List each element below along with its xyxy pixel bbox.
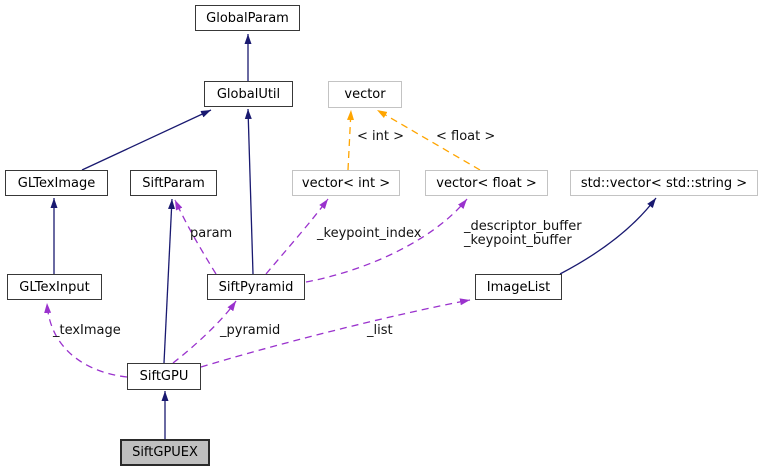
edge-label-keypoint-buffer: _keypoint_buffer: [464, 233, 572, 248]
edge-label-keypoint-index: _keypoint_index: [317, 226, 422, 241]
edge-label-pyramid: _pyramid: [220, 323, 281, 338]
edge-template-int: [347, 109, 354, 171]
node-imagelist[interactable]: ImageList: [475, 274, 562, 300]
edge-inherit-imagelist-stdvector: [559, 197, 657, 275]
edge-uses-list: [200, 298, 471, 368]
edge-uses-param: [174, 199, 217, 275]
node-siftpyramid[interactable]: SiftPyramid: [207, 274, 305, 300]
edge-label-buffers: _descriptor_buffer _keypoint_buffer: [464, 220, 582, 248]
node-globalutil[interactable]: GlobalUtil: [204, 81, 293, 107]
edge-label-list: _list: [367, 323, 393, 338]
node-gltexinput[interactable]: GLTexInput: [7, 274, 102, 300]
node-vector-float: vector< float >: [425, 170, 548, 196]
edge-label-template-int: < int >: [357, 129, 404, 144]
node-siftparam[interactable]: SiftParam: [130, 170, 217, 196]
edge-label-param: param: [190, 226, 233, 241]
node-vector-int: vector< int >: [292, 170, 400, 196]
edge-inherit-siftgpu-siftparam: [163, 198, 176, 364]
node-siftgpu[interactable]: SiftGPU: [127, 363, 201, 390]
edge-label-descriptor-buffer: _descriptor_buffer: [464, 219, 582, 234]
node-gltexImage[interactable]: GLTexImage: [5, 170, 108, 196]
node-std-vector-string: std::vector< std::string >: [570, 170, 758, 196]
edge-label-template-float: < float >: [436, 129, 496, 144]
edge-template-float: [376, 109, 481, 171]
node-globalparam[interactable]: GlobalParam: [195, 5, 300, 31]
node-vector: vector: [328, 81, 402, 108]
edge-label-teximage: _texImage: [53, 323, 121, 338]
edge-uses-keypoint-index: [265, 198, 329, 275]
node-siftgpuex-current: SiftGPUEX: [120, 439, 210, 466]
edge-inherit-siftpyramid-globalutil: [244, 108, 254, 275]
edge-uses-teximage: [44, 302, 128, 378]
edge-inherit-gltexImage-globalutil: [81, 109, 212, 171]
